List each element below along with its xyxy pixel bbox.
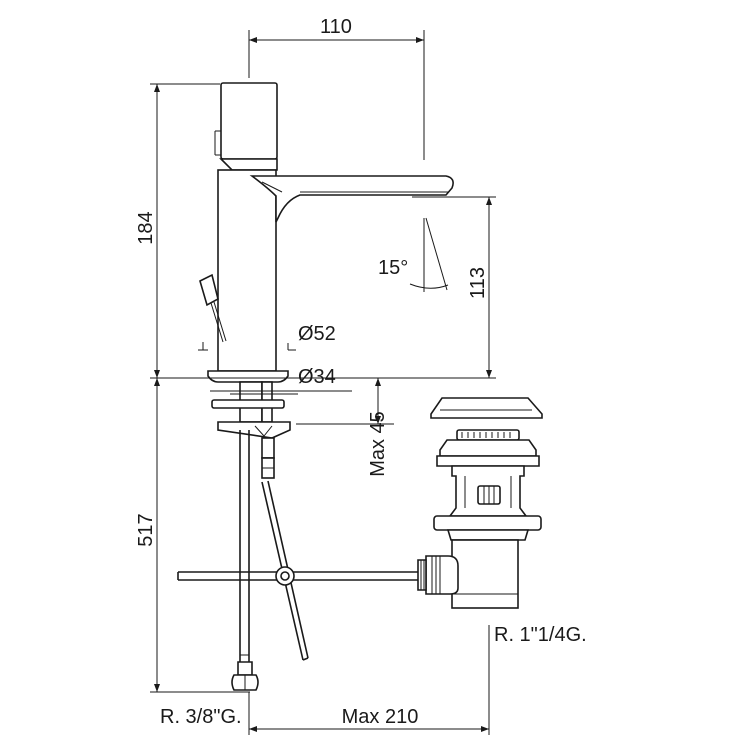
base-flange [207, 370, 289, 383]
waste-nut-lower [433, 515, 542, 531]
deck-thickness-label: Max 45 [367, 411, 389, 477]
total-height-label: 184 [135, 211, 157, 244]
hose-length-label: 517 [135, 513, 157, 546]
popup-knob [199, 273, 219, 307]
dimension-total-height: 184 [135, 83, 220, 378]
body-column [217, 169, 277, 372]
fixing-plate [217, 421, 291, 439]
waste-tail [451, 539, 519, 609]
popup-rod [177, 480, 420, 661]
dimension-diameters: Ø52 Ø34 [210, 323, 352, 392]
waste-cap [430, 397, 543, 419]
spout-reach-label: 110 [320, 16, 352, 38]
max-waste-distance-label: Max 210 [342, 706, 419, 728]
spout-angle-label: 15° [378, 257, 408, 279]
dimension-deck-thickness: Max 45 [296, 378, 394, 477]
dimension-spout-height: 113 15° [378, 196, 496, 379]
waste-thread-label: R. 1"1/4G. [494, 624, 587, 646]
dimension-max-waste-distance: Max 210 [248, 625, 490, 735]
waste-side-connector [425, 555, 459, 595]
waste-valve [417, 397, 543, 609]
handle-cap [220, 82, 278, 160]
flexible-hose [231, 430, 259, 691]
deck-fixing [178, 377, 393, 479]
spout-height-label: 113 [467, 267, 489, 299]
faucet-body [198, 82, 454, 383]
hole-diameter-label: Ø34 [298, 366, 336, 388]
waste-nut-upper [436, 455, 540, 467]
dimension-hose-length: 517 [135, 377, 300, 693]
washer [211, 399, 285, 409]
base-diameter-label: Ø52 [298, 323, 336, 345]
dimension-spout-reach: 110 [248, 16, 425, 160]
spout [249, 175, 454, 223]
supply-thread-label: R. 3/8"G. [160, 706, 242, 728]
handle-wedge [219, 158, 278, 171]
